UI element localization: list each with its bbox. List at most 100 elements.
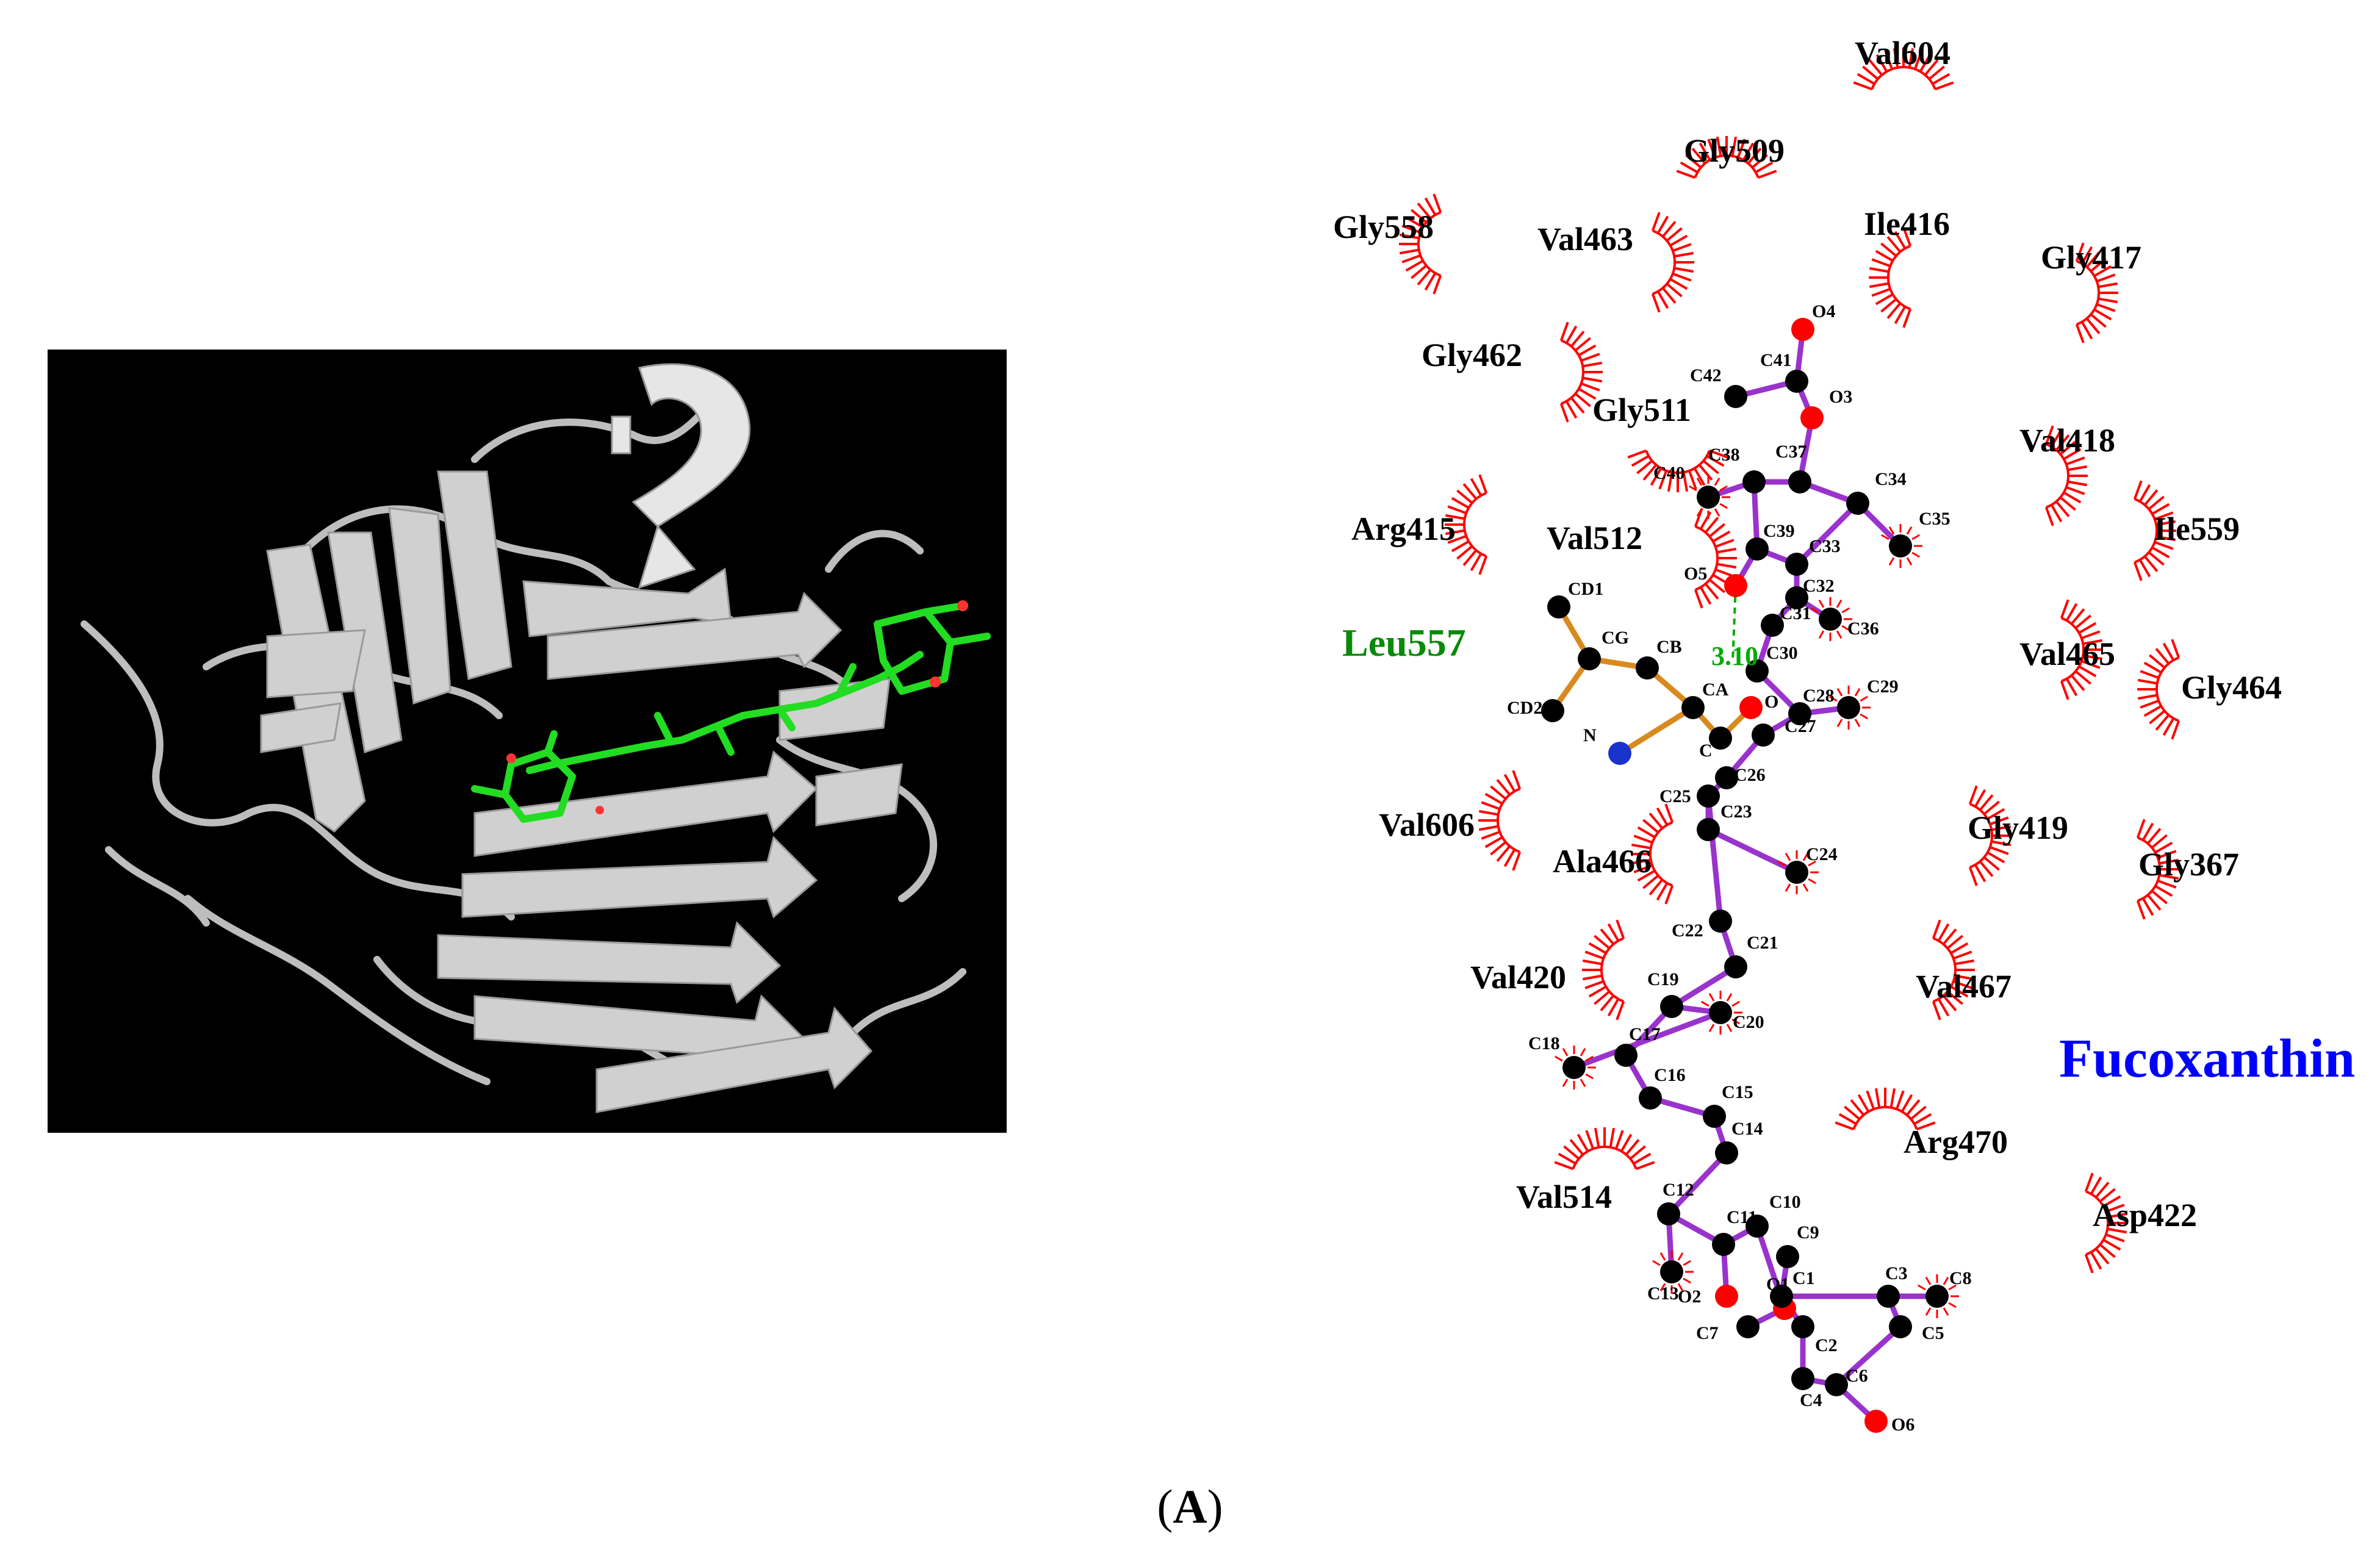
atom-label: C40 <box>1653 463 1685 483</box>
hydrophobic-contact-icon <box>1651 212 1694 313</box>
atom-icon <box>1785 586 1808 609</box>
atom-label: CA <box>1702 680 1729 700</box>
hbond-distance: 3.10 <box>1711 641 1758 671</box>
atom-label: C35 <box>1919 509 1950 529</box>
atom-layer <box>1541 318 1949 1433</box>
residue-label: Gly464 <box>2181 669 2282 706</box>
atom-icon <box>1636 656 1659 680</box>
panel-label: (A) <box>1157 1480 1223 1533</box>
atom-label: C2 <box>1815 1335 1838 1355</box>
atom-icon <box>1889 534 1912 558</box>
atom-icon <box>1752 723 1775 747</box>
residue-label: Arg415 <box>1351 511 1456 547</box>
atom-label: C12 <box>1663 1180 1694 1200</box>
residue-label: Arg470 <box>1904 1124 2008 1160</box>
hydrophobic-contact-icon <box>2075 242 2118 343</box>
atom-icon <box>1657 1202 1680 1225</box>
atom-label: O6 <box>1891 1415 1914 1435</box>
hydrophobic-contact-icon <box>1582 919 1625 1021</box>
hydrophobic-contact-icon <box>2133 480 2176 581</box>
atom-icon <box>1715 766 1738 789</box>
atom-label: C4 <box>1800 1390 1822 1410</box>
atom-icon <box>1697 784 1720 808</box>
hydrophobic-contact-icon <box>1478 770 1522 871</box>
residue-label: Ile416 <box>1864 206 1950 242</box>
protein-structure-panel <box>48 350 1007 1133</box>
atom-label: C24 <box>1806 844 1838 864</box>
atom-label: O5 <box>1684 564 1707 584</box>
hydrophobic-contact-icon <box>1968 785 2011 886</box>
atom-label: C18 <box>1528 1033 1560 1053</box>
residue-label: Gly417 <box>2041 239 2141 276</box>
residue-label: Gly511 <box>1592 392 1691 428</box>
residue-label: Val420 <box>1470 959 1566 996</box>
hydrophobic-contact-icon <box>2084 1172 2127 1274</box>
atom-label: C39 <box>1763 521 1795 541</box>
hydrophobic-contact-icon <box>1554 1127 1655 1171</box>
atom-icon <box>1745 659 1769 683</box>
protein-ribbon-icon <box>81 363 991 1113</box>
atom-label: C10 <box>1769 1192 1801 1212</box>
residue-label: Val606 <box>1379 806 1475 843</box>
hydrophobic-contact-icon <box>2044 425 2088 526</box>
hydrophobic-contact-icon <box>1559 321 1603 423</box>
atom-label: C42 <box>1690 365 1722 386</box>
residue-label: Val463 <box>1537 221 1633 257</box>
atom-label: C30 <box>1766 643 1798 663</box>
atom-label: C41 <box>1760 350 1792 370</box>
hydrophobic-contact-icon <box>1676 136 1777 179</box>
atom-label: C3 <box>1885 1263 1908 1283</box>
atom-icon <box>1770 1285 1793 1308</box>
atom-icon <box>1547 595 1570 619</box>
atom-icon <box>1736 1315 1760 1338</box>
atom-label: C20 <box>1733 1012 1764 1032</box>
hbond-residue-label: Leu557 <box>1342 621 1466 664</box>
atom-label: N <box>1583 725 1597 745</box>
atom-icon <box>1639 1086 1662 1110</box>
residue-label: Gly419 <box>1968 809 2068 846</box>
hydrophobic-contact-icon <box>2060 599 2103 700</box>
atom-label: C28 <box>1803 686 1835 706</box>
atom-icon <box>1788 702 1811 725</box>
atom-icon <box>1715 1285 1738 1308</box>
atom-label: C29 <box>1867 676 1899 697</box>
atom-icon <box>1819 608 1842 631</box>
atom-label: C22 <box>1672 920 1703 941</box>
atom-icon <box>1739 696 1763 719</box>
hydrophobic-contact-icon <box>1694 508 1737 609</box>
atom-label: C26 <box>1734 765 1766 785</box>
atom-label: CD1 <box>1568 579 1603 599</box>
residue-label: Val418 <box>2019 422 2115 459</box>
atom-label: C16 <box>1654 1065 1686 1085</box>
atom-label: C6 <box>1846 1366 1868 1386</box>
atom-label: CG <box>1602 628 1629 648</box>
atom-label: C7 <box>1696 1323 1719 1343</box>
hydrophobic-contact-icon <box>1631 803 1674 905</box>
atom-icon <box>1724 385 1747 408</box>
atom-icon <box>1864 1410 1888 1433</box>
atom-icon <box>1724 574 1747 597</box>
atom-icon <box>1877 1285 1900 1308</box>
atom-icon <box>1846 492 1869 515</box>
atom-label: C9 <box>1797 1222 1819 1243</box>
residue-label: Val467 <box>1916 968 2011 1005</box>
atom-icon <box>1578 647 1601 670</box>
atom-label: CB <box>1656 637 1682 657</box>
atom-icon <box>1745 1215 1769 1238</box>
atom-icon <box>1562 1056 1586 1079</box>
hydrophobic-contact-icon <box>2137 639 2180 740</box>
atom-label: C13 <box>1647 1283 1679 1304</box>
hydrophobic-contact-icon <box>2136 819 2179 920</box>
atom-icon <box>1788 470 1811 493</box>
residue-label: Val465 <box>2019 636 2115 672</box>
atom-icon <box>1703 1105 1726 1128</box>
atom-label: C33 <box>1809 536 1841 556</box>
atom-icon <box>1724 955 1747 978</box>
residue-label: Gly367 <box>2138 846 2239 883</box>
atom-icon <box>1712 1233 1735 1256</box>
atom-label: C37 <box>1775 442 1807 462</box>
atom-icon <box>1709 1001 1732 1024</box>
